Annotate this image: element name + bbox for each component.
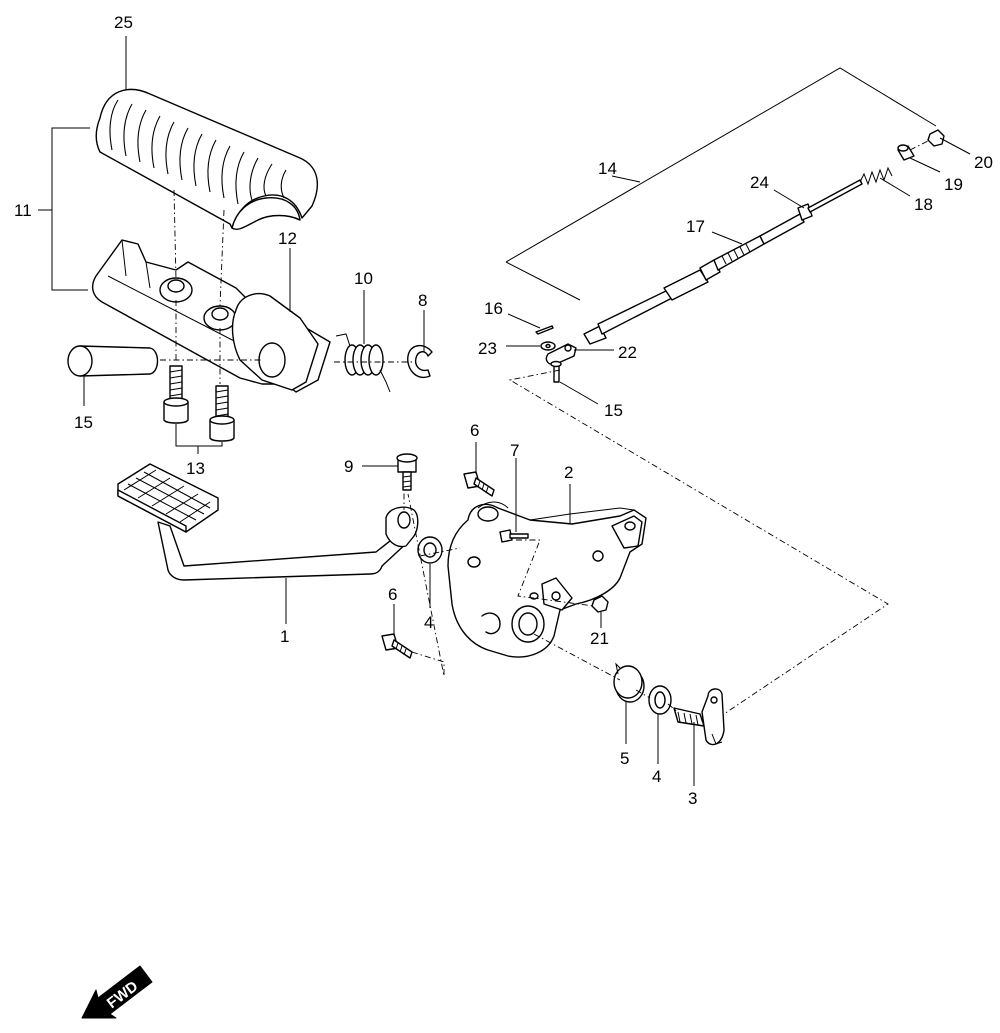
callout-25: 25 xyxy=(114,13,133,32)
dash-guide xyxy=(173,189,177,281)
callout-20: 20 xyxy=(974,153,993,172)
adjuster-nut xyxy=(927,129,945,147)
callout-16: 16 xyxy=(484,299,503,318)
hex-bolt xyxy=(463,471,495,497)
return-spring xyxy=(613,662,645,703)
forward-direction-badge: FWD xyxy=(81,965,153,1019)
callout-6-lower: 6 xyxy=(388,585,397,604)
callout-9: 9 xyxy=(344,457,353,476)
callout-7: 7 xyxy=(510,441,519,460)
callout-18: 18 xyxy=(914,195,933,214)
adjuster-joint xyxy=(897,144,915,161)
socket-bolt xyxy=(209,385,235,442)
e-clip xyxy=(407,345,433,379)
cable-end-spring xyxy=(859,166,893,186)
footrest-pivot-pin xyxy=(67,345,159,377)
callout-13: 13 xyxy=(186,459,205,478)
callout-4-left: 4 xyxy=(424,613,433,632)
callout-12: 12 xyxy=(278,229,297,248)
callout-6-top: 6 xyxy=(470,421,479,440)
washer xyxy=(648,685,672,715)
callout-5: 5 xyxy=(620,749,629,768)
callout-24: 24 xyxy=(750,173,769,192)
footrest-rubber-grip xyxy=(95,88,319,230)
callout-21: 21 xyxy=(590,629,609,648)
callout-numbers: 25 11 12 10 8 15 13 9 1 4 6 7 2 6 21 5 4… xyxy=(14,13,993,808)
callout-22: 22 xyxy=(618,343,637,362)
callout-11: 11 xyxy=(14,201,32,220)
dash-guides xyxy=(407,369,889,715)
callout-2: 2 xyxy=(564,463,573,482)
pedal-pivot-bolt xyxy=(396,453,418,491)
brake-pedal xyxy=(117,463,419,581)
washer xyxy=(417,536,443,564)
callout-8: 8 xyxy=(418,291,427,310)
cotter-pin xyxy=(535,325,554,335)
callout-17: 17 xyxy=(686,217,705,236)
dash-guide xyxy=(219,209,225,307)
callout-15-right: 15 xyxy=(604,401,623,420)
callout-15-left: 15 xyxy=(74,413,93,432)
forward-arrow-icon xyxy=(81,965,153,1019)
hex-bolt xyxy=(381,633,413,659)
callout-19: 19 xyxy=(944,175,963,194)
callout-1: 1 xyxy=(280,627,289,646)
callout-3: 3 xyxy=(688,789,697,808)
callout-4-right: 4 xyxy=(652,767,661,786)
cable-link-washer xyxy=(540,341,556,351)
leader-lines xyxy=(38,36,971,786)
brake-mount-plate xyxy=(447,501,647,658)
brake-arm-shaft xyxy=(673,688,725,746)
small-bolt xyxy=(499,529,529,543)
dash-guide xyxy=(909,139,931,151)
footrest-spring xyxy=(335,333,391,393)
clevis-pin xyxy=(550,360,562,383)
brake-cable-assembly xyxy=(583,179,863,345)
callout-14: 14 xyxy=(598,159,617,178)
callout-10: 10 xyxy=(354,269,373,288)
callout-23: 23 xyxy=(478,339,497,358)
footrest-bracket xyxy=(91,239,331,393)
socket-bolt xyxy=(163,365,189,424)
